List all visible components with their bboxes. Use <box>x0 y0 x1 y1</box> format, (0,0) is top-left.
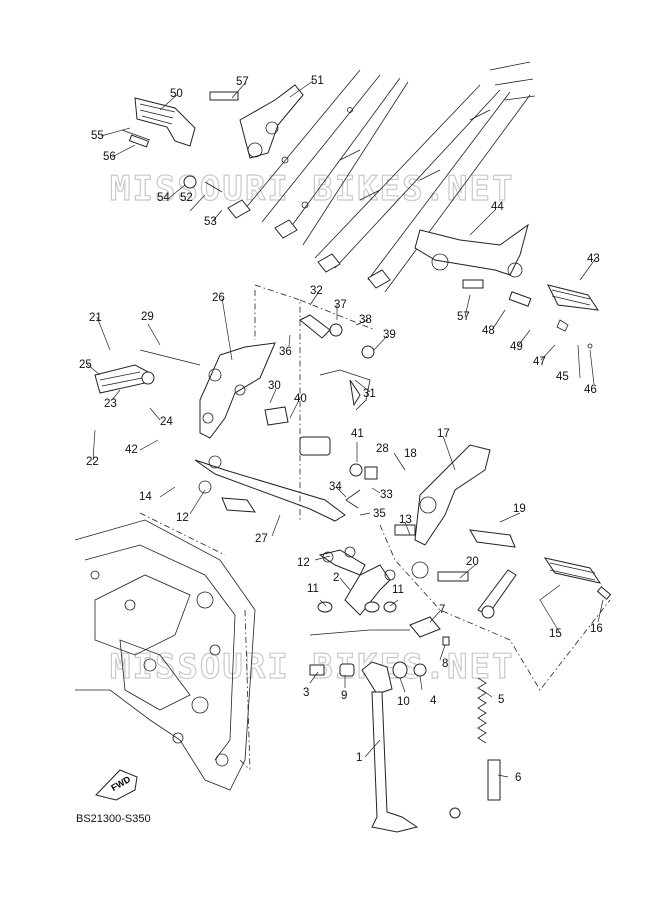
callout: 53 <box>204 216 217 228</box>
callout: 12 <box>176 512 189 524</box>
callout: 20 <box>466 556 479 568</box>
callout: 36 <box>279 346 292 358</box>
callout: 31 <box>363 388 376 400</box>
callout: 30 <box>268 380 281 392</box>
callout: 3 <box>303 687 309 699</box>
callout: 54 <box>157 192 170 204</box>
callout: 19 <box>513 503 526 515</box>
callout: 32 <box>310 285 323 297</box>
callout: 51 <box>311 75 324 87</box>
diagram-code: BS21300-S350 <box>76 813 151 825</box>
callout: 43 <box>587 253 600 265</box>
callout: 49 <box>510 341 523 353</box>
callout: 38 <box>359 314 372 326</box>
main-frame <box>74 519 256 791</box>
rear-brake-pedal-assembly <box>94 314 378 522</box>
callout: 26 <box>212 292 225 304</box>
callout: 10 <box>397 696 410 708</box>
callout: 46 <box>584 384 597 396</box>
callout: 33 <box>380 489 393 501</box>
callout: 57 <box>236 76 249 88</box>
callout: 37 <box>334 299 347 311</box>
callout: 14 <box>139 491 152 503</box>
callout: 5 <box>498 694 504 706</box>
callout: 4 <box>430 695 437 707</box>
callout: 25 <box>79 359 92 371</box>
callout: 23 <box>104 398 117 410</box>
callout: 39 <box>383 329 396 341</box>
callout: 2 <box>333 572 339 584</box>
callout: 1 <box>356 752 362 764</box>
callout: 55 <box>91 130 104 142</box>
callout: 27 <box>255 533 268 545</box>
callout: 16 <box>590 623 603 635</box>
callout: 47 <box>533 356 546 368</box>
callout: 44 <box>491 201 504 213</box>
callout: 11 <box>392 584 404 596</box>
sidestand-assembly <box>309 546 501 833</box>
callout: 45 <box>556 371 569 383</box>
callout: 35 <box>373 508 386 520</box>
callout: 28 <box>376 443 389 455</box>
callout: 18 <box>404 448 417 460</box>
callout: 29 <box>141 311 154 323</box>
callout: 7 <box>439 604 445 616</box>
callout: 6 <box>515 772 521 784</box>
callout: 48 <box>482 325 495 337</box>
group-outlines <box>139 284 611 771</box>
callout: 57 <box>457 311 470 323</box>
callout: 41 <box>351 428 364 440</box>
callout: 22 <box>86 456 99 468</box>
fwd-arrow: FWD <box>95 769 138 801</box>
callout: 11 <box>307 583 319 595</box>
rear-footrest-right <box>414 223 600 349</box>
front-footrest-right <box>394 444 612 619</box>
callout: 42 <box>125 444 138 456</box>
rear-footrest-left <box>121 84 304 193</box>
callout: 15 <box>549 628 562 640</box>
watermark-top: MISSOURI BIKES.NET <box>110 169 514 209</box>
callout: 8 <box>442 658 448 670</box>
rear-frame-rails <box>227 61 536 293</box>
callout: 12 <box>297 557 310 569</box>
callout: 40 <box>294 393 307 405</box>
callout: 21 <box>89 312 102 324</box>
callout: 17 <box>437 428 450 440</box>
callout: 9 <box>341 690 347 702</box>
leader-lines <box>86 80 604 778</box>
callout: 56 <box>103 151 116 163</box>
callouts: 1 2 3 4 5 6 7 8 9 10 11 11 12 12 13 14 1… <box>79 75 603 784</box>
callout: 52 <box>180 192 193 204</box>
callout: 13 <box>399 514 412 526</box>
callout: 34 <box>329 481 342 493</box>
callout: 50 <box>170 88 183 100</box>
callout: 24 <box>160 416 173 428</box>
